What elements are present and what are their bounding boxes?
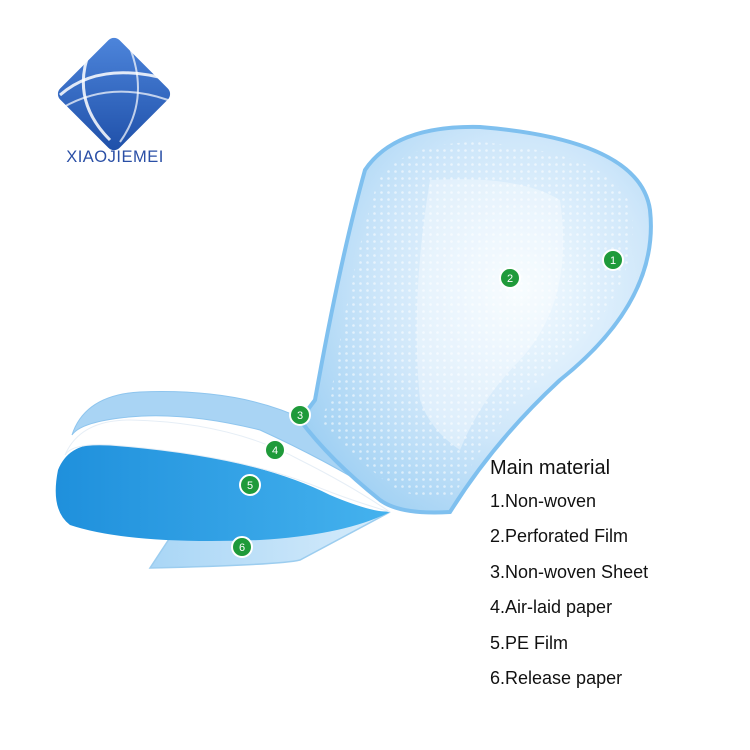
svg-text:3: 3 [297, 410, 303, 422]
material-item-non-woven-sheet: 3.Non-woven Sheet [490, 561, 649, 582]
marker-2: 2 [499, 267, 521, 289]
material-item-perforated-film: 2.Perforated Film [490, 526, 629, 547]
brand-name: XIAOJIEMEI [66, 148, 164, 166]
marker-1: 1 [602, 249, 624, 271]
pe-film-layer [55, 444, 390, 541]
material-item-air-laid-paper: 4.Air-laid paper [490, 597, 613, 618]
center-channel [416, 179, 564, 450]
marker-3: 3 [289, 404, 311, 426]
svg-text:4: 4 [272, 445, 278, 457]
materials-panel: Main material 1.Non-woven 2.Perforated F… [490, 455, 740, 700]
material-item-release-paper: 6.Release paper [490, 667, 623, 688]
brand-logo [57, 37, 171, 151]
materials-title: Main material [490, 457, 611, 479]
material-item-non-woven: 1.Non-woven [490, 491, 597, 511]
marker-6: 6 [231, 536, 253, 558]
material-item-pe-film: 5.PE Film [490, 632, 569, 653]
svg-text:1: 1 [610, 255, 616, 267]
marker-4: 4 [264, 439, 286, 461]
svg-text:2: 2 [507, 273, 513, 285]
materials-list: 1.Non-woven 2.Perforated Film 3.Non-wove… [490, 488, 740, 700]
perforated-texture [320, 142, 633, 497]
svg-text:5: 5 [247, 480, 253, 492]
air-laid-paper-layer [64, 419, 391, 513]
marker-5: 5 [239, 474, 261, 496]
svg-text:6: 6 [239, 542, 245, 554]
